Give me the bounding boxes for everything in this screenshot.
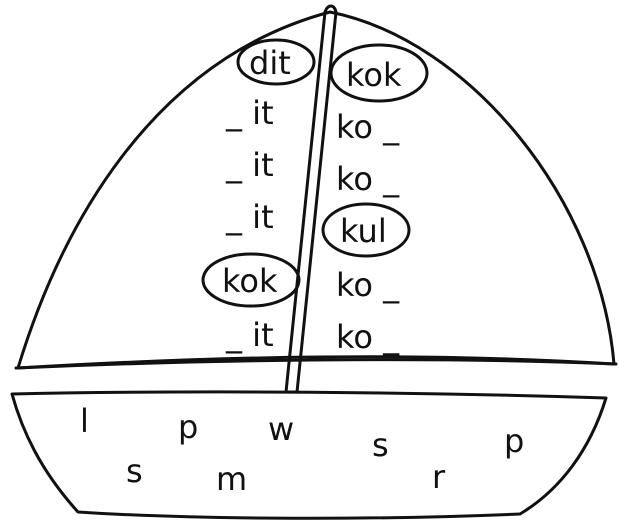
mast-right (295, 10, 338, 394)
right-word-4: kul (340, 212, 387, 250)
right-word-5: ko _ (336, 266, 400, 304)
sail-outline (16, 10, 616, 370)
hull-letter-4: s (372, 426, 389, 464)
right-word-1: kok (346, 56, 402, 94)
hull-outline (10, 390, 608, 520)
hull-letter-6: s (126, 452, 143, 490)
left-word-2: _ it (225, 94, 274, 132)
word-circle-kok-right (329, 43, 429, 103)
word-circle-kok-left (201, 252, 301, 308)
hull-letter-5: p (504, 422, 524, 460)
hull-letter-1: l (80, 402, 89, 440)
word-circle-dit (236, 38, 316, 86)
left-word-3: _ it (225, 146, 274, 184)
hull-letter-2: p (178, 408, 198, 446)
hull-letter-8: r (432, 458, 446, 496)
hull-letter-7: m (216, 460, 247, 498)
word-circle-kul (321, 202, 411, 258)
right-word-6: ko _ (336, 318, 400, 356)
left-word-5: kok (222, 262, 278, 300)
sail-boom (14, 358, 618, 370)
left-word-4: _ it (225, 198, 274, 236)
mast-left (284, 10, 327, 394)
right-word-2: ko _ (336, 108, 400, 146)
mast-top (323, 4, 338, 14)
left-word-1: dit (249, 44, 291, 82)
hull-letter-3: w (268, 410, 294, 448)
left-word-6: _ it (225, 316, 274, 354)
right-word-3: ko _ (336, 160, 400, 198)
